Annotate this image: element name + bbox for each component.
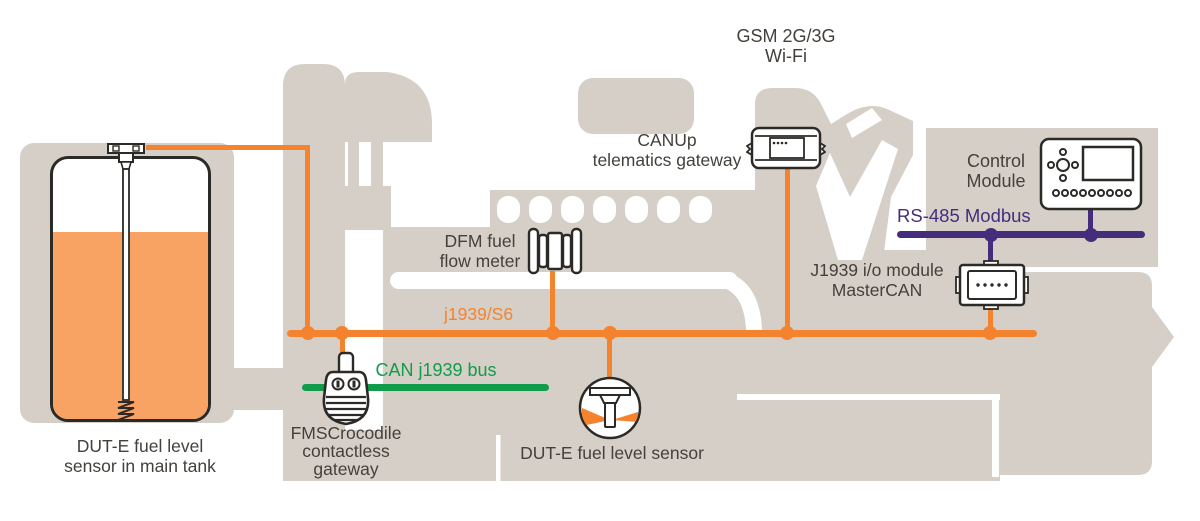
junction-dot (546, 326, 560, 340)
contactless-gateway-icon (322, 351, 370, 426)
j1939-s6-bus-line (287, 330, 1037, 337)
junction-dot (1084, 228, 1098, 242)
junction-dot (983, 326, 997, 340)
fms-label: FMSCrocodile contactless gateway (290, 423, 402, 479)
junction-dot (603, 326, 617, 340)
tank-sensor-wire-drop (305, 145, 310, 335)
fuel-flow-meter-icon (527, 227, 583, 275)
mastercan-rs485-wire (988, 235, 993, 263)
fuel-level-probe-icon (107, 143, 145, 421)
tank-label: DUT-E fuel level sensor in main tank (64, 436, 216, 476)
control-module-label: Control Module (966, 151, 1026, 191)
gsm-label: GSM 2G/3G Wi-Fi (736, 26, 836, 66)
rs485-bus-line (897, 231, 1145, 238)
canup-label: CANUp telematics gateway (592, 130, 742, 170)
gsm-line2: Wi-Fi (765, 45, 807, 66)
dfm-riser-wire (550, 271, 555, 333)
mastercan-can-wire (988, 305, 993, 333)
mastercan-label: J1939 i/o module MasterCAN (810, 260, 944, 300)
junction-dot (984, 228, 998, 242)
junction-dot (335, 326, 349, 340)
fuel-tank (50, 156, 211, 422)
dute-engine-label: DUT-E fuel level sensor (520, 443, 704, 463)
control-module-wire (1088, 207, 1093, 235)
telematics-gateway-icon (746, 126, 826, 170)
fuel-level-sensor-icon (578, 376, 642, 440)
fms-drop-wire (340, 333, 345, 358)
j1939-s6-bus-label: j1939/S6 (444, 304, 514, 324)
tank-sensor-wire (146, 145, 310, 150)
io-module-icon (955, 260, 1029, 310)
rs485-bus-label: RS-485 Modbus (897, 205, 1031, 226)
dfm-label: DFM fuel flow meter (439, 231, 521, 271)
junction-dot (780, 326, 794, 340)
can-j1939-bus-label: CAN j1939 bus (375, 360, 497, 380)
can-j1939-bus-line (302, 384, 549, 391)
junction-dot (301, 326, 315, 340)
dute-drop-wire (607, 333, 612, 380)
canup-drop-wire (785, 166, 790, 333)
fuel-level-fill (53, 232, 208, 419)
control-panel-icon (1039, 137, 1143, 211)
gsm-line1: GSM 2G/3G (736, 26, 836, 46)
